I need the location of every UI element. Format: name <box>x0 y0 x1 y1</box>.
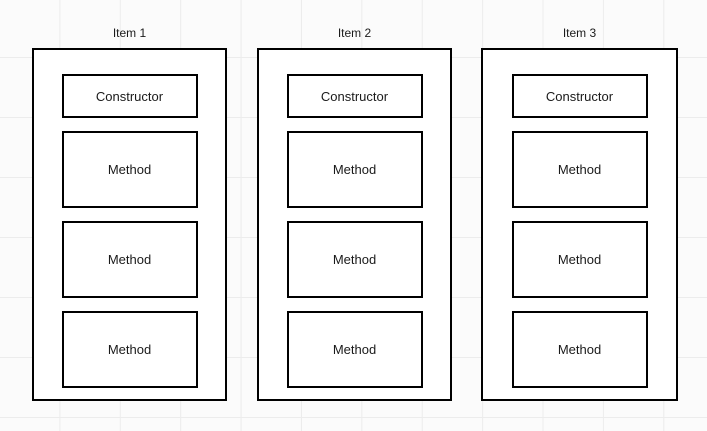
constructor-box[interactable]: Constructor <box>61 74 198 118</box>
item-group-3: Item 3 Constructor Method Method Method <box>481 26 678 401</box>
class-container-shape[interactable]: Constructor Method Method Method <box>257 48 452 401</box>
class-container-shape[interactable]: Constructor Method Method Method <box>481 48 678 401</box>
item-title: Item 1 <box>112 26 147 40</box>
constructor-label: Constructor <box>545 88 614 104</box>
constructor-box[interactable]: Constructor <box>286 74 423 118</box>
method-label: Method <box>332 162 377 177</box>
method-box[interactable]: Method <box>286 311 423 388</box>
method-label: Method <box>557 342 602 357</box>
item-group-1: Item 1 Constructor Method Method Method <box>32 26 227 401</box>
method-label: Method <box>107 162 152 177</box>
method-label: Method <box>557 162 602 177</box>
method-label: Method <box>332 252 377 267</box>
method-label: Method <box>557 252 602 267</box>
method-label: Method <box>332 342 377 357</box>
method-box[interactable]: Method <box>511 221 648 298</box>
constructor-box[interactable]: Constructor <box>511 74 648 118</box>
method-box[interactable]: Method <box>286 221 423 298</box>
method-label: Method <box>107 342 152 357</box>
method-box[interactable]: Method <box>511 311 648 388</box>
class-container-shape[interactable]: Constructor Method Method Method <box>32 48 227 401</box>
method-box[interactable]: Method <box>61 131 198 208</box>
method-box[interactable]: Method <box>286 131 423 208</box>
method-box[interactable]: Method <box>61 221 198 298</box>
method-box[interactable]: Method <box>511 131 648 208</box>
constructor-label: Constructor <box>320 88 389 104</box>
item-title: Item 2 <box>337 26 372 40</box>
item-title: Item 3 <box>562 26 597 40</box>
constructor-label: Constructor <box>95 88 164 104</box>
method-label: Method <box>107 252 152 267</box>
method-box[interactable]: Method <box>61 311 198 388</box>
item-group-2: Item 2 Constructor Method Method Method <box>257 26 452 401</box>
